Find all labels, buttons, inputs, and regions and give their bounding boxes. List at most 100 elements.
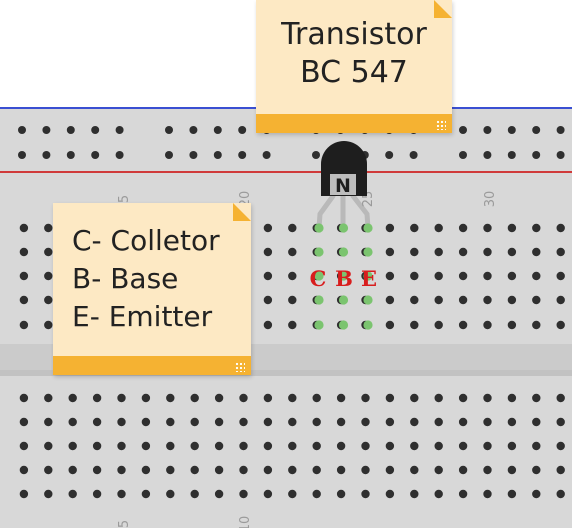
breadboard-hole <box>458 295 468 305</box>
breadboard-hole <box>44 247 53 257</box>
breadboard-hole <box>385 465 395 475</box>
breadboard-hole <box>336 465 346 475</box>
breadboard-hole <box>44 295 53 305</box>
breadboard-hole <box>44 271 53 281</box>
breadboard-hole <box>189 151 198 159</box>
breadboard-hole <box>507 441 517 451</box>
resize-grip-icon[interactable] <box>235 362 245 372</box>
pin-label-collector: C <box>309 266 327 291</box>
breadboard-hole <box>263 295 273 305</box>
breadboard-hole <box>556 489 565 499</box>
breadboard-hole <box>19 489 29 499</box>
pin-label-emitter: E <box>360 266 377 291</box>
breadboard-hole <box>238 151 247 159</box>
breadboard-hole <box>459 126 467 134</box>
legend-collector: C- Colletor <box>72 224 220 257</box>
breadboard-hole <box>458 417 468 427</box>
breadboard-hole <box>44 465 53 475</box>
breadboard-hole <box>92 465 102 475</box>
transistor-body: N <box>321 141 367 197</box>
breadboard-hole <box>385 441 395 451</box>
breadboard-hole <box>507 295 517 305</box>
breadboard-hole <box>458 465 468 475</box>
breadboard-hole <box>363 223 373 233</box>
breadboard-hole <box>263 223 273 233</box>
breadboard-hole <box>363 295 373 305</box>
breadboard-hole <box>213 126 222 134</box>
breadboard-hole <box>263 271 273 281</box>
breadboard-hole <box>434 489 443 499</box>
breadboard-hole <box>288 247 297 257</box>
breadboard-hole <box>66 126 75 134</box>
breadboard-hole <box>434 417 443 427</box>
breadboard-hole <box>263 489 273 499</box>
pin-legend-note: C- Colletor B- Base E- Emitter <box>53 203 251 375</box>
transistor-note: Transistor BC 547 <box>256 0 452 133</box>
breadboard-hole <box>314 223 324 233</box>
note-footer-bar <box>256 114 452 133</box>
breadboard-hole <box>410 320 419 330</box>
breadboard-hole <box>68 393 77 403</box>
breadboard-hole <box>483 393 492 403</box>
breadboard-hole <box>66 151 75 159</box>
column-number: 5 <box>117 520 132 528</box>
breadboard-hole <box>361 393 370 403</box>
breadboard-hole <box>385 151 394 159</box>
breadboard-hole <box>288 295 297 305</box>
breadboard-hole <box>238 126 247 134</box>
breadboard-hole <box>507 223 517 233</box>
breadboard-hole <box>363 320 373 330</box>
breadboard-hole <box>410 489 419 499</box>
note-text: C- Colletor B- Base E- Emitter <box>72 222 220 336</box>
breadboard-hole <box>44 223 53 233</box>
breadboard-hole <box>434 271 443 281</box>
breadboard-hole <box>117 465 126 475</box>
breadboard-hole <box>314 271 324 281</box>
breadboard-hole <box>483 489 492 499</box>
breadboard-hole <box>19 223 29 233</box>
breadboard-hole <box>483 417 492 427</box>
breadboard-hole <box>507 465 517 475</box>
note-title: Transistor <box>281 17 427 52</box>
breadboard-hole <box>483 271 492 281</box>
breadboard-hole <box>141 393 151 403</box>
resize-grip-icon[interactable] <box>436 120 446 130</box>
breadboard-hole <box>410 295 419 305</box>
breadboard-hole <box>288 320 297 330</box>
breadboard-hole <box>190 441 199 451</box>
breadboard-hole <box>434 393 443 403</box>
breadboard-hole <box>507 271 517 281</box>
pin-label-base: B <box>335 266 353 291</box>
breadboard-hole <box>458 271 468 281</box>
breadboard-hole <box>507 247 517 257</box>
breadboard-hole <box>190 393 199 403</box>
breadboard-hole <box>213 151 222 159</box>
breadboard-hole <box>385 223 395 233</box>
breadboard-hole <box>507 417 517 427</box>
breadboard-hole <box>556 295 565 305</box>
breadboard-hole <box>115 151 124 159</box>
note-subtitle: BC 547 <box>300 55 408 90</box>
breadboard-hole <box>239 489 248 499</box>
breadboard-hole <box>19 247 29 257</box>
breadboard-hole <box>458 247 468 257</box>
breadboard-hole <box>483 223 492 233</box>
breadboard-hole <box>117 441 126 451</box>
breadboard-hole <box>458 223 468 233</box>
breadboard-hole <box>312 441 321 451</box>
breadboard-hole <box>434 295 443 305</box>
channel-edge <box>0 370 572 376</box>
breadboard-hole <box>483 151 492 159</box>
breadboard-hole <box>409 151 418 159</box>
breadboard-hole <box>263 417 273 427</box>
breadboard-hole <box>68 417 77 427</box>
breadboard-hole <box>410 441 419 451</box>
breadboard-hole <box>42 151 51 159</box>
breadboard-hole <box>410 465 419 475</box>
breadboard-hole <box>166 489 175 499</box>
breadboard-hole <box>189 126 198 134</box>
breadboard-hole <box>556 247 565 257</box>
breadboard-hole <box>312 417 321 427</box>
breadboard-hole <box>483 320 492 330</box>
breadboard-hole <box>141 489 151 499</box>
